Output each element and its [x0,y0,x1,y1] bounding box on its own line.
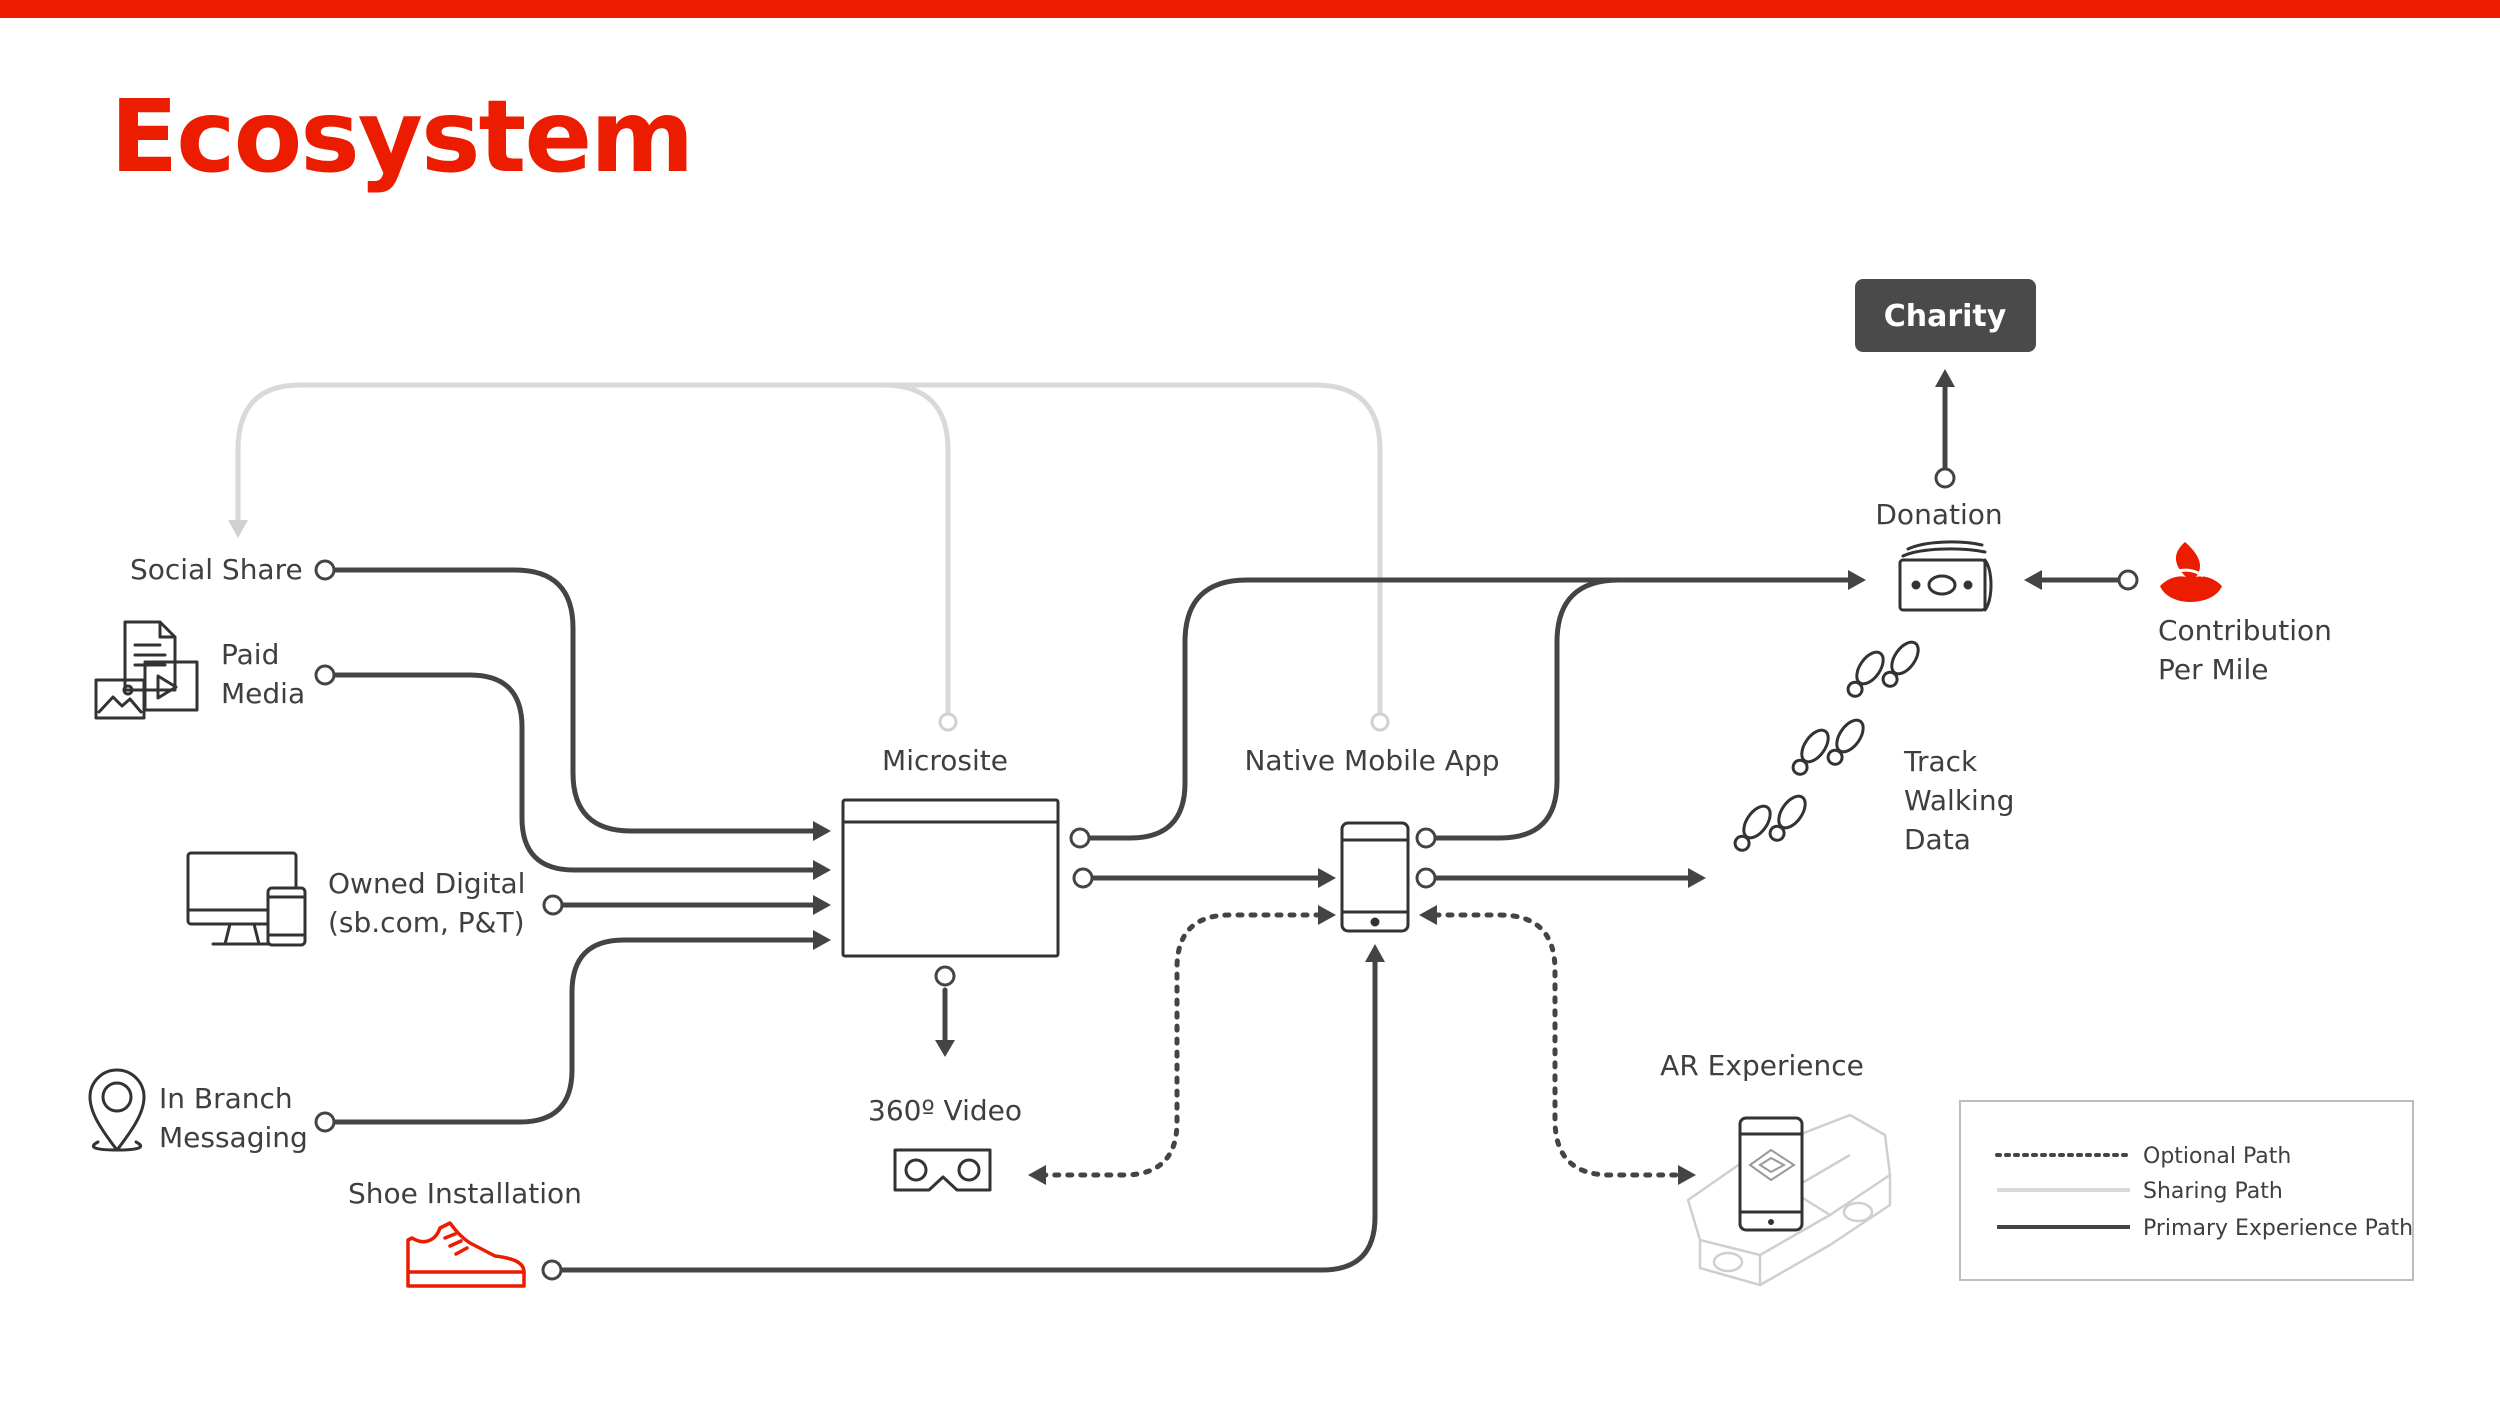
browser-window-icon [841,798,1060,958]
primary-paths [322,369,2128,1273]
paid-media-label-line2: Media [221,677,305,710]
monitor-phone-icon [186,851,307,947]
legend-optional: Optional Path [2143,1144,2291,1169]
money-bill-icon [1898,540,1993,612]
social-share-label: Social Share [130,553,303,586]
optional-paths [1028,905,1696,1185]
legend: Optional Path Sharing Path Primary Exper… [1959,1100,2414,1281]
sharing-paths [228,382,1390,732]
native-app-label: Native Mobile App [1244,744,1499,777]
donation-label: Donation [1875,498,2002,531]
ar-car-phone-icon [1686,1113,1892,1287]
footprints-icon [1733,640,1920,852]
in-branch-label-line2: Messaging [159,1121,308,1154]
paid-media-label-line1: Paid [221,638,279,671]
track-label-line3: Data [1904,823,1971,856]
microsite-label: Microsite [882,744,1008,777]
owned-digital-label-line2: (sb.com, P&T) [328,906,525,939]
location-pin-icon [88,1068,146,1152]
flame-logo-icon [2160,542,2222,602]
owned-digital-label-line1: Owned Digital [328,867,525,900]
track-label-line2: Walking [1904,784,2014,817]
path-nodes [314,467,2139,1281]
top-accent-bar [0,0,2500,18]
smartphone-icon [1340,821,1410,933]
legend-sharing: Sharing Path [2143,1179,2283,1204]
legend-primary: Primary Experience Path [2143,1216,2413,1241]
shoe-installation-label: Shoe Installation [348,1177,582,1210]
documents-media-icon [94,620,199,720]
charity-label: Charity [1884,299,2007,334]
in-branch-label-line1: In Branch [159,1082,293,1115]
track-label-line1: Track [1903,745,1978,778]
charity-node: Charity [1855,279,2036,352]
page-title: Ecosystem [110,78,694,195]
contribution-label-line1: Contribution [2158,614,2332,647]
contribution-label-line2: Per Mile [2158,653,2268,686]
video-360-label: 360º Video [868,1094,1022,1127]
sneaker-icon [406,1221,526,1288]
ar-experience-label: AR Experience [1660,1049,1864,1082]
vr-goggles-icon [893,1148,992,1192]
